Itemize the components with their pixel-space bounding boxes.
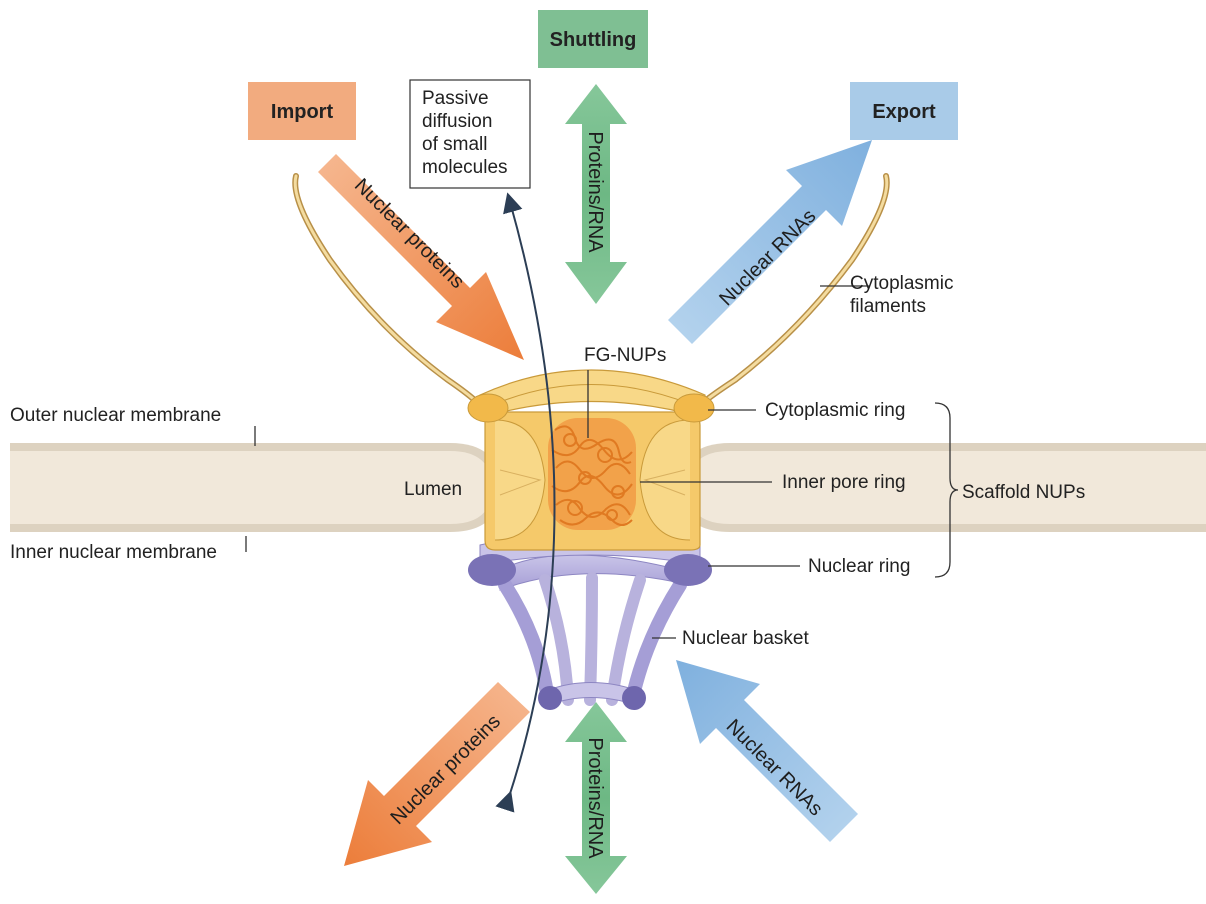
fg-nups-mesh	[548, 418, 636, 530]
bottom-protein-arrow: Nuclear proteins	[344, 682, 530, 866]
right-membrane-lumen	[688, 451, 1206, 524]
shuttling-bottom-label: Proteins/RNA	[584, 737, 606, 859]
import-header: Import	[248, 82, 356, 140]
nuclear-basket	[500, 555, 690, 710]
fg-nups-label: FG-NUPs	[584, 345, 666, 366]
import-arrow-label: Nuclear proteins	[350, 174, 469, 293]
nuclear-ring-label: Nuclear ring	[808, 556, 910, 577]
outer-nuclear-membrane-label: Outer nuclear membrane	[10, 405, 221, 426]
cytoplasmic-ring-label: Cytoplasmic ring	[765, 400, 905, 421]
passive-line-1: Passive	[422, 88, 489, 109]
shuttling-header-label: Shuttling	[550, 29, 637, 51]
export-header-label: Export	[872, 101, 936, 123]
passive-line-3: of small	[422, 134, 487, 155]
import-header-label: Import	[271, 101, 334, 123]
shuttling-top-label: Proteins/RNA	[584, 131, 606, 253]
inner-pore-ring-label: Inner pore ring	[782, 472, 906, 493]
scaffold-nups-label: Scaffold NUPs	[962, 482, 1085, 503]
export-arrow: Nuclear RNAs	[668, 140, 872, 344]
export-header: Export	[850, 82, 958, 140]
passive-diffusion-box: Passive diffusion of small molecules	[410, 80, 530, 188]
cytoplasmic-filaments-label-1: Cytoplasmic	[850, 273, 953, 294]
lumen-label: Lumen	[404, 479, 462, 500]
inner-nuclear-membrane-label: Inner nuclear membrane	[10, 542, 217, 563]
shuttling-arrow-top: Proteins/RNA	[565, 84, 627, 304]
bottom-protein-label: Nuclear proteins	[386, 710, 505, 829]
cytoplasmic-filaments-label-2: filaments	[850, 296, 926, 317]
passive-line-4: molecules	[422, 157, 508, 178]
nuclear-basket-label: Nuclear basket	[682, 628, 809, 649]
bottom-rna-arrow: Nuclear RNAs	[676, 660, 858, 842]
shuttling-arrow-bottom: Proteins/RNA	[565, 702, 627, 894]
passive-line-2: diffusion	[422, 111, 492, 132]
shuttling-header: Shuttling	[538, 10, 648, 68]
